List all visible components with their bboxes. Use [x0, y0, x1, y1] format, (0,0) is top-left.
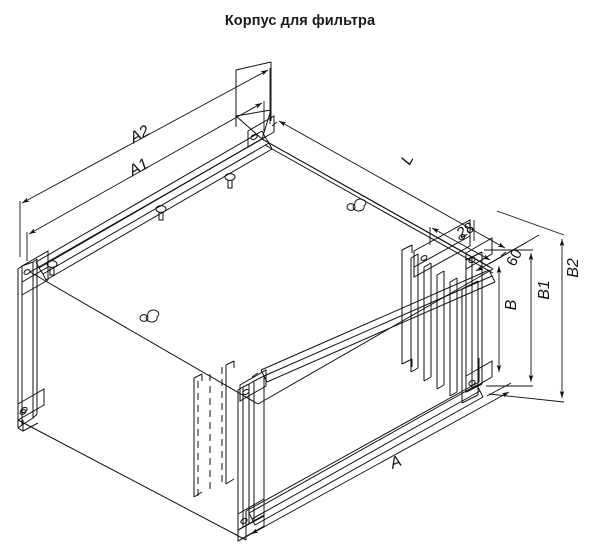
right-end-bracket-bottom: [465, 360, 493, 393]
dim-line-60: [475, 241, 528, 272]
dimension-lines: [19, 68, 565, 541]
dim-label-b2: B2: [565, 258, 582, 278]
dim-label-28: 28: [454, 219, 477, 242]
hidden-guide-channel-left: [197, 367, 223, 498]
dim-label-a2: A2: [126, 122, 152, 147]
bolt-icon: [46, 260, 58, 276]
dim-line-l: [278, 120, 506, 249]
front-bottom-rail: [248, 384, 484, 526]
left-panel-bottom-bracket: [17, 388, 45, 421]
bolt-pair-icon: [346, 198, 367, 212]
ext-line-l-right: [500, 251, 507, 257]
center-top-bracket: [239, 369, 267, 402]
guide-channel-left-solid: [193, 360, 235, 498]
dim-label-b: B: [503, 299, 520, 310]
left-top-rail: [35, 130, 273, 281]
dim-label-b1: B1: [536, 280, 553, 300]
dim-line-a1: [28, 102, 263, 235]
bolt-pair-icon: [139, 309, 160, 323]
right-end-post: [465, 251, 483, 393]
page-title: Корпус для фильтра: [224, 13, 376, 29]
left-end-panel: [17, 258, 39, 432]
dim-line-a: [250, 391, 510, 535]
ext-line-b2-top: [496, 210, 565, 236]
housing-body: [17, 61, 496, 542]
ext-line-a-right: [486, 382, 512, 397]
ext-line-l-left: [271, 121, 278, 127]
dim-label-a: A: [387, 453, 404, 473]
bolt-fasteners: [46, 173, 367, 323]
ext-line-b2-bottom: [488, 393, 565, 403]
dim-label-a1: A1: [125, 156, 151, 181]
filter-guide-fins: [410, 253, 479, 404]
dim-label-l: L: [398, 152, 417, 168]
center-top-rail: [260, 269, 496, 383]
dim-line-28: [431, 227, 491, 261]
dim-label-60: 60: [503, 246, 526, 269]
front-bottom-left-bracket: [237, 498, 265, 542]
